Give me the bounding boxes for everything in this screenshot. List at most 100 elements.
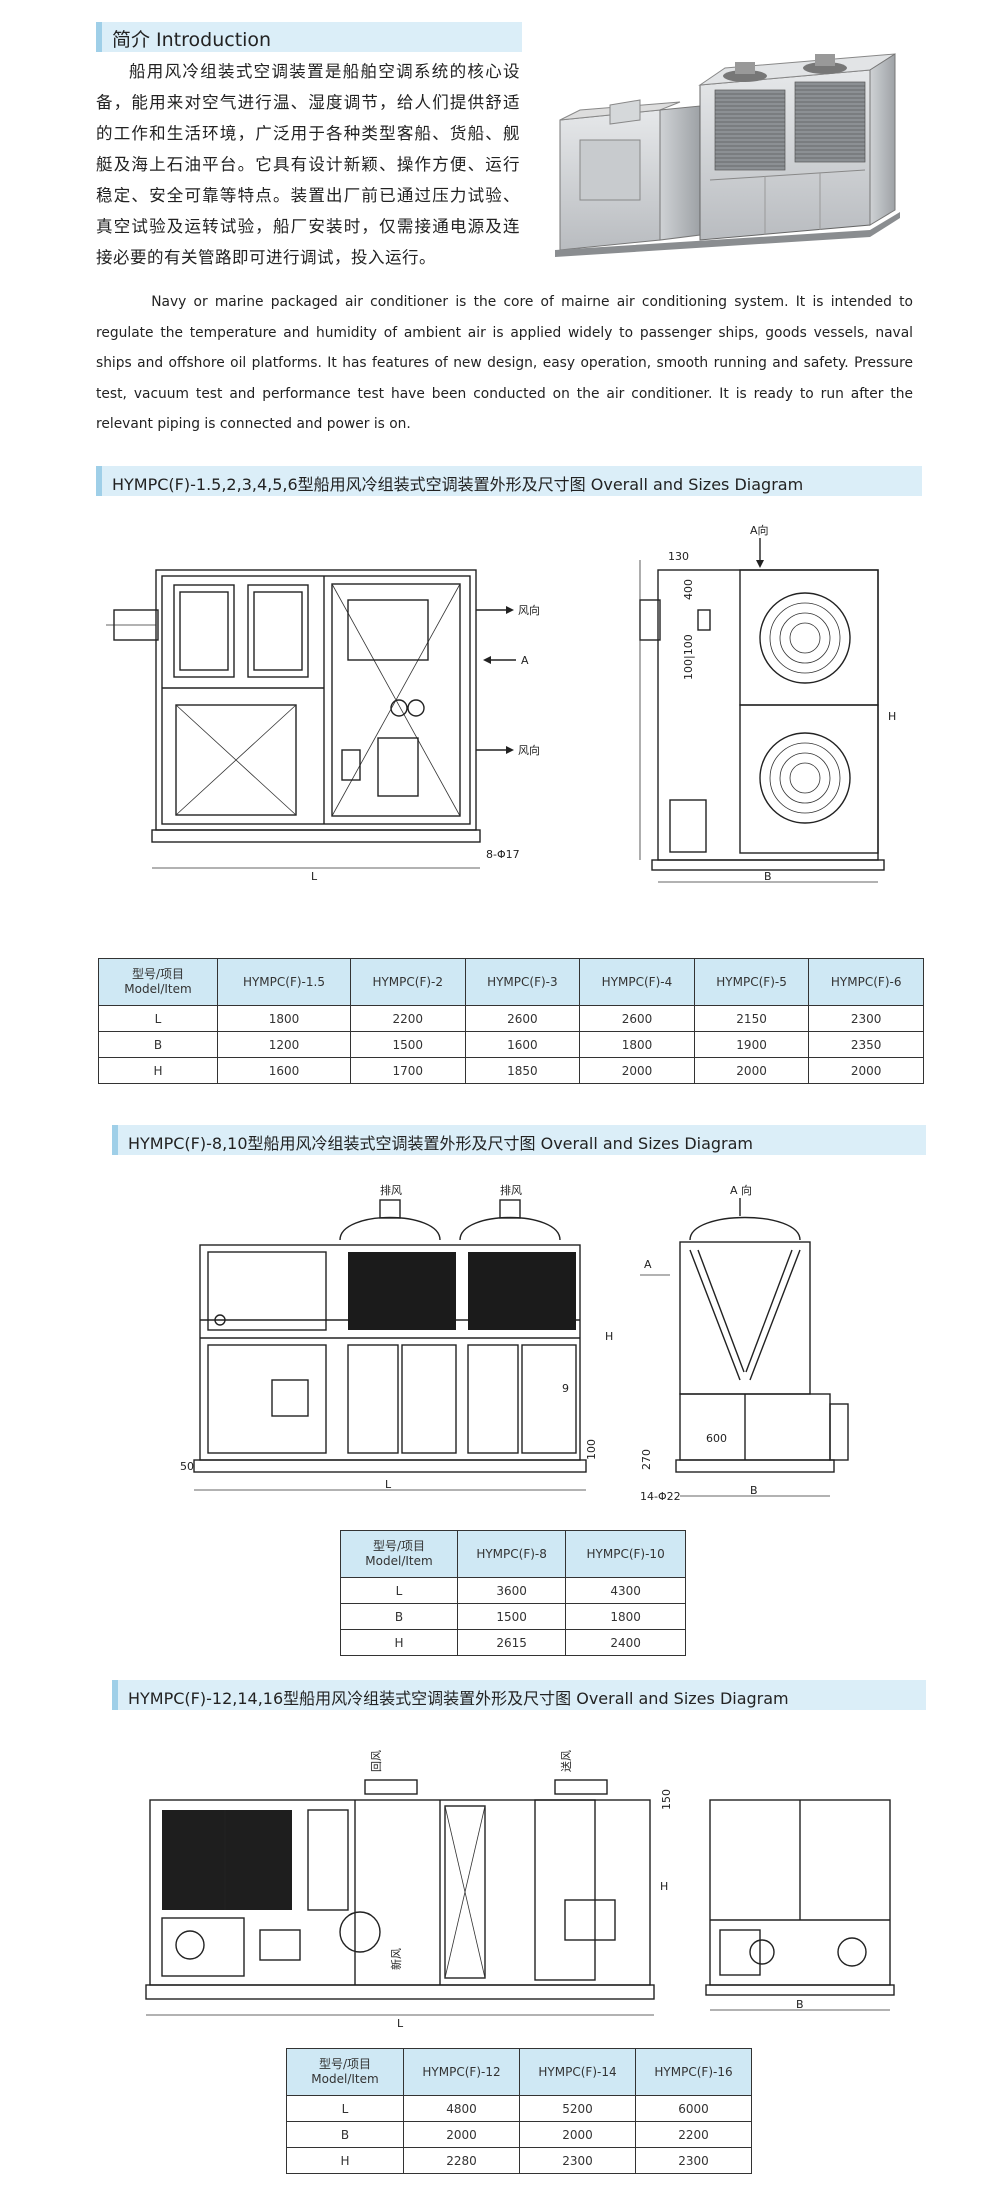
intro-heading-bar: 简介 Introduction — [96, 22, 522, 52]
dim-270-label: 270 — [640, 1449, 653, 1470]
table-header-cell: HYMPC(F)-6 — [808, 958, 924, 1006]
table-cell: 1600 — [464, 1031, 581, 1058]
table-header-cell: 型号/项目 Model/Item — [286, 2048, 404, 2096]
table-cell: L — [340, 1577, 458, 1604]
table-cell: 2000 — [579, 1057, 695, 1084]
section2-side-drawing: A 向 A 600 270 14-Φ22 B — [640, 1183, 849, 1503]
table-cell: 2400 — [565, 1629, 686, 1656]
exhaust-label-1: 排风 — [380, 1183, 402, 1197]
table-cell: H — [340, 1629, 458, 1656]
table-cell: 2300 — [808, 1005, 924, 1032]
table-header-cell: HYMPC(F)-2 — [349, 958, 466, 1006]
dim-130-label: 130 — [668, 550, 689, 563]
table-cell: 1500 — [456, 1603, 567, 1630]
section1-front-drawing: 风向 风向 A 8-Φ17 L — [106, 569, 540, 880]
table-header-cell: HYMPC(F)-12 — [403, 2048, 520, 2096]
table-cell: 1800 — [579, 1031, 695, 1058]
dim-600-label: 600 — [706, 1432, 727, 1445]
table-header-cell: HYMPC(F)-3 — [464, 958, 581, 1006]
table-cell: B — [98, 1031, 218, 1058]
table-cell: 1600 — [217, 1057, 351, 1084]
a-direction-label: A向 — [750, 523, 769, 537]
dim-150-label: 150 — [660, 1789, 673, 1810]
wind-label-2: 风向 — [518, 743, 540, 757]
product-photo — [555, 53, 900, 257]
dim-l2-label: L — [385, 1478, 392, 1491]
table-cell: 1850 — [464, 1057, 581, 1084]
table-cell: 1500 — [349, 1031, 466, 1058]
table-cell: 3600 — [456, 1577, 567, 1604]
table-cell: 2200 — [349, 1005, 466, 1032]
dim-h3-label: H — [660, 1880, 668, 1893]
section2-size-table: 型号/项目 Model/Item HYMPC(F)-8 HYMPC(F)-10 … — [340, 1530, 686, 1656]
table-cell: 2200 — [635, 2121, 752, 2148]
table-cell: 2615 — [456, 1629, 567, 1656]
table-cell: 6000 — [635, 2095, 752, 2122]
feet-label-2: 14-Φ22 — [640, 1490, 681, 1503]
supply-air-label: 送风 — [559, 1750, 573, 1772]
section3-title: HYMPC(F)-12,14,16型船用风冷组装式空调装置外形及尺寸图 Over… — [128, 1689, 789, 1708]
dim-l-label: L — [311, 870, 318, 880]
table-cell: H — [98, 1057, 218, 1084]
table-header-cell: HYMPC(F)-1.5 — [217, 958, 351, 1006]
table-cell: 2350 — [808, 1031, 924, 1058]
intro-chinese-text: 船用风冷组装式空调装置是船舶空调系统的核心设备，能用来对空气进行温、湿度调节，给… — [96, 62, 520, 267]
view-a-label: A — [521, 654, 529, 667]
table-cell: 2150 — [693, 1005, 810, 1032]
dim-50-label: 50 — [180, 1460, 194, 1473]
table-cell: 1800 — [217, 1005, 351, 1032]
table-header-cell: HYMPC(F)-14 — [519, 2048, 636, 2096]
intro-english-text: Navy or marine packaged air conditioner … — [96, 294, 913, 432]
fresh-air-label: 新风 — [389, 1948, 403, 1970]
section3-side-drawing: B — [705, 1799, 895, 2011]
table-header-cell: 型号/项目 Model/Item — [340, 1530, 458, 1578]
section3-front-drawing: 回风 送风 L H 150 新风 — [145, 1750, 673, 2030]
intro-heading: 简介 Introduction — [112, 29, 272, 51]
dim-100b-label: 100 — [585, 1439, 598, 1460]
table-cell: 2300 — [519, 2147, 636, 2174]
view-a-label-2: A — [644, 1258, 652, 1271]
table-cell: H — [286, 2147, 404, 2174]
a-direction-label-2: A 向 — [730, 1183, 752, 1197]
table-cell: 4800 — [403, 2095, 520, 2122]
feet-label: 8-Φ17 — [486, 848, 520, 861]
table-cell: B — [340, 1603, 458, 1630]
table-cell: 1900 — [693, 1031, 810, 1058]
exhaust-label-2: 排风 — [500, 1183, 522, 1197]
dim-400-label: 400 — [682, 579, 695, 600]
table-cell: L — [98, 1005, 218, 1032]
table-cell: 1700 — [349, 1057, 466, 1084]
section3-title-bar: HYMPC(F)-12,14,16型船用风冷组装式空调装置外形及尺寸图 Over… — [112, 1680, 926, 1710]
table-cell: L — [286, 2095, 404, 2122]
section3-size-table: 型号/项目 Model/Item HYMPC(F)-12 HYMPC(F)-14… — [286, 2048, 752, 2174]
table-header-cell: HYMPC(F)-4 — [579, 958, 695, 1006]
section2-title-bar: HYMPC(F)-8,10型船用风冷组装式空调装置外形及尺寸图 Overall … — [112, 1125, 926, 1155]
dim-h-label: H — [888, 710, 896, 723]
wind-label-1: 风向 — [518, 603, 540, 617]
table-header-cell: HYMPC(F)-5 — [693, 958, 810, 1006]
note-9-label: 9 — [562, 1382, 569, 1395]
table-header-cell: HYMPC(F)-16 — [635, 2048, 752, 2096]
dim-100-label: 100|100 — [682, 634, 695, 680]
table-cell: 4300 — [565, 1577, 686, 1604]
table-cell: 2280 — [403, 2147, 520, 2174]
table-cell: 2000 — [808, 1057, 924, 1084]
table-header-cell: HYMPC(F)-8 — [456, 1530, 567, 1578]
section1-title-bar: HYMPC(F)-1.5,2,3,4,5,6型船用风冷组装式空调装置外形及尺寸图… — [96, 466, 922, 496]
table-cell: 1800 — [565, 1603, 686, 1630]
table-cell: 1200 — [217, 1031, 351, 1058]
table-cell: 2000 — [403, 2121, 520, 2148]
section2-front-drawing: 排风 排风 L 50 100 H 9 — [180, 1183, 613, 1491]
table-cell: 2000 — [519, 2121, 636, 2148]
table-header-cell: 型号/项目 Model/Item — [98, 958, 218, 1006]
dim-l3-label: L — [397, 2017, 404, 2030]
section1-title: HYMPC(F)-1.5,2,3,4,5,6型船用风冷组装式空调装置外形及尺寸图… — [112, 475, 804, 494]
section1-side-drawing: A向 130 400 100|100 H B — [639, 523, 896, 883]
table-cell: B — [286, 2121, 404, 2148]
section2-title: HYMPC(F)-8,10型船用风冷组装式空调装置外形及尺寸图 Overall … — [128, 1134, 754, 1153]
